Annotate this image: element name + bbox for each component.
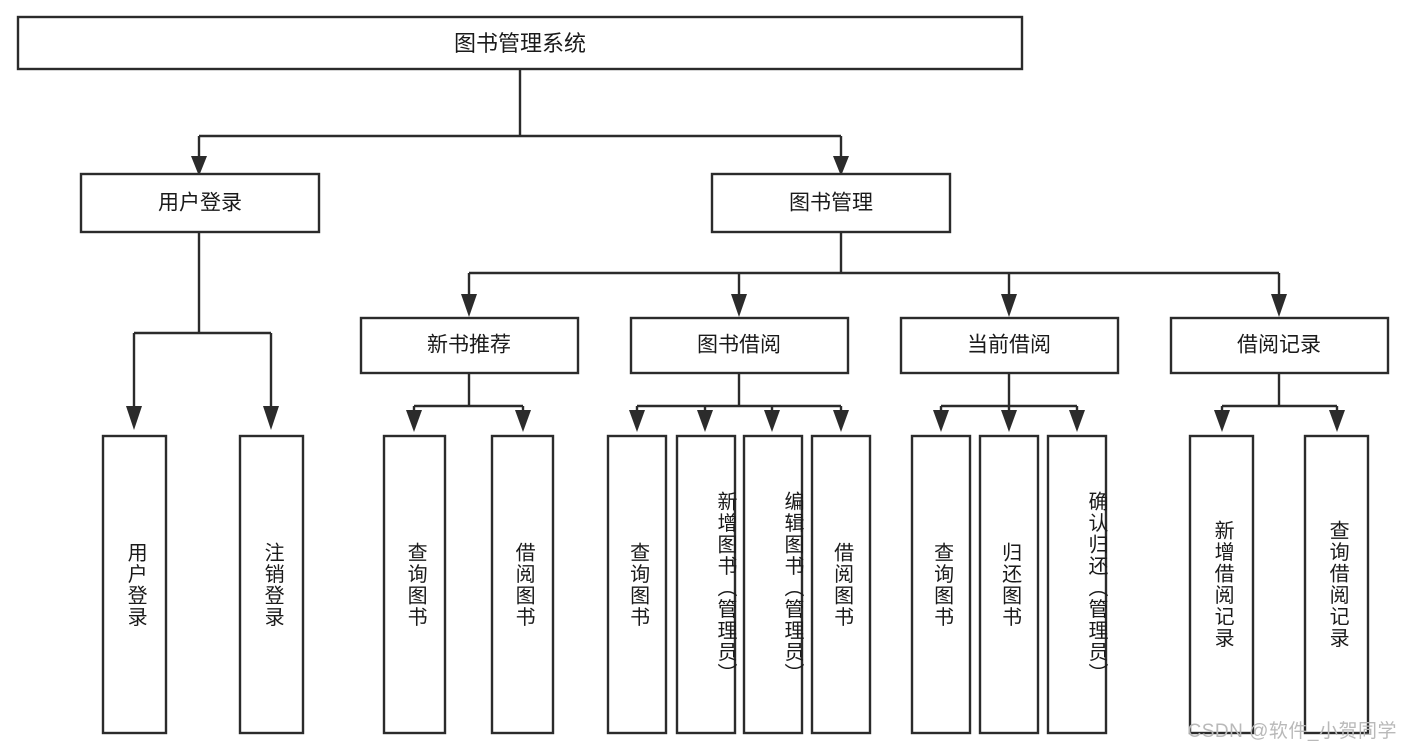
leaf-box-br-query-record[interactable] [1303,434,1370,735]
leaf-box-bb-borrow-book[interactable] [810,434,872,735]
arrow-head-cb-return-book [1001,410,1017,432]
leaf-box-cb-confirm-return[interactable] [1046,434,1108,735]
arrow-head-br-query-record [1329,410,1345,432]
node-book-borrow[interactable] [629,316,850,375]
leaf-box-logout[interactable] [238,434,305,735]
node-book-borrow-label: 图书借阅 [697,334,781,357]
arrow-head-bb-add-book [697,410,713,432]
csdn-watermark: CSDN @软件_小贺同学 [1187,721,1397,742]
leaf-box-nb-query-book[interactable] [382,434,447,735]
leaf-box-bb-add-book[interactable] [675,434,737,735]
arrow-head-borrow-record [1271,294,1287,317]
arrow-head-user-login [191,156,207,176]
leaf-box-cb-return-book[interactable] [978,434,1040,735]
arrow-head-book-manage [833,156,849,176]
arrow-head-cb-query-book [933,410,949,432]
arrow-head-br-add-record [1214,410,1230,432]
leaf-box-user-login[interactable] [101,434,168,735]
arrow-head-book-borrow [731,294,747,317]
node-new-book-recommend[interactable] [359,316,580,375]
arrow-head-bb-borrow-book [833,410,849,432]
node-new-book-recommend-label: 新书推荐 [427,334,511,357]
leaf-box-bb-edit-book[interactable] [742,434,804,735]
node-book-manage-label: 图书管理 [789,192,873,215]
leaf-box-br-add-record[interactable] [1188,434,1255,735]
leaf-box-cb-query-book[interactable] [910,434,972,735]
leaf-box-nb-borrow-book[interactable] [490,434,555,735]
arrow-head-leaf-logout [263,406,279,430]
arrow-head-current-borrow [1001,294,1017,317]
leaf-box-bb-query-book[interactable] [606,434,668,735]
node-root-book-system[interactable] [16,15,1024,71]
arrow-head-bb-edit-book [764,410,780,432]
node-user-login-label: 用户登录 [158,192,242,215]
node-book-manage[interactable] [710,172,952,234]
arrow-head-new-book [461,294,477,317]
node-layer: 图书管理系统 用户登录 图书管理 新书推荐 图书借阅 当前借阅 借阅记录 [16,15,1390,735]
arrow-head-bb-query-book [629,410,645,432]
node-root-label: 图书管理系统 [454,31,586,56]
edge-layer [126,69,1345,432]
arrow-head-leaf-user-login [126,406,142,430]
arrow-head-cb-confirm-return [1069,410,1085,432]
node-user-login[interactable] [79,172,321,234]
node-borrow-record-label: 借阅记录 [1237,334,1321,357]
node-borrow-record[interactable] [1169,316,1390,375]
arrow-head-nb-borrow-book [515,410,531,432]
node-current-borrow[interactable] [899,316,1120,375]
arrow-head-nb-query-book [406,410,422,432]
node-current-borrow-label: 当前借阅 [967,334,1051,357]
